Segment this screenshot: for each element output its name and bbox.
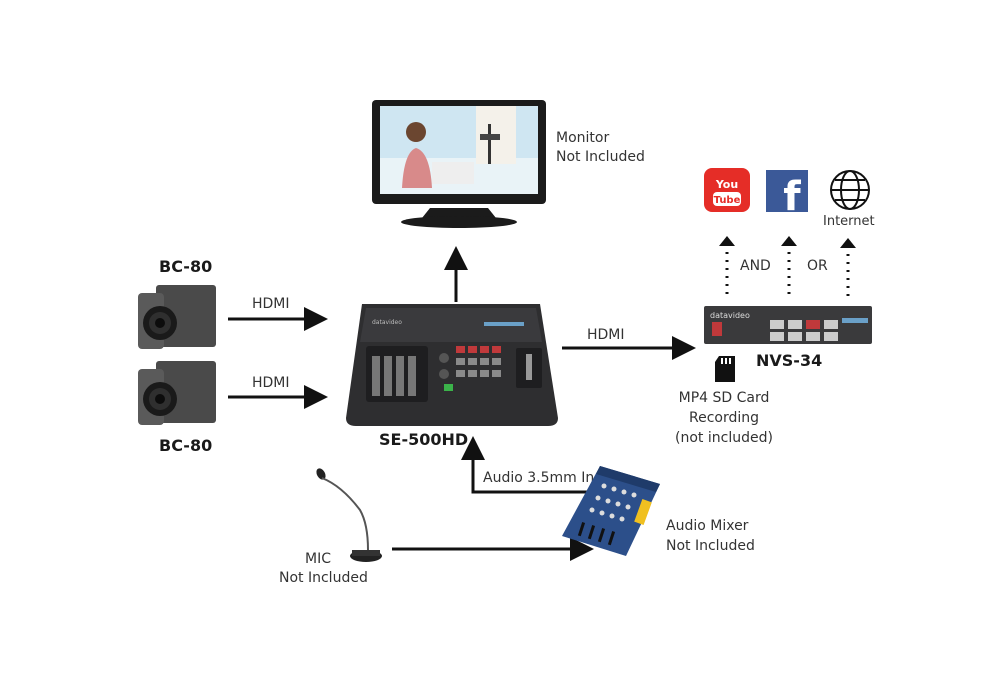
facebook-letter: f [783,174,801,214]
facebook-icon: f [766,170,808,214]
camera-bottom-image [138,361,216,425]
mixer-label-line2: Not Included [666,538,755,554]
microphone-image [316,468,382,562]
sd-card-label-line2: Recording [688,410,760,426]
streamer-brand-text: datavideo [710,311,750,320]
camera-bottom-label: BC-80 [159,436,213,455]
internet-globe-icon [830,170,870,210]
audio-in-label: Audio 3.5mm In [483,470,595,486]
hdmi-label-to-streamer: HDMI [587,327,625,343]
monitor-label-line1: Monitor [556,130,610,146]
and-label: AND [740,258,771,274]
switcher-label: SE-500HD [379,430,469,449]
sd-card-label-line3: (not included) [675,430,773,446]
monitor-label-line2: Not Included [556,149,645,165]
svg-text:Tube: Tube [714,195,741,206]
mixer-label-line1: Audio Mixer [666,518,749,534]
mic-label-line1: MIC [305,551,331,567]
sd-card-label-line1: MP4 SD Card [678,390,770,406]
arrowhead-internet [840,238,856,248]
camera-top-image [138,285,216,349]
switcher-brand-text: datavideo [372,319,402,326]
audio-mixer-image [562,466,660,556]
streamer-label: NVS-34 [756,351,823,370]
hdmi-label-cam-bottom: HDMI [252,375,290,391]
monitor-image [372,100,546,228]
streamer-image: datavideo [704,306,872,344]
hdmi-label-cam-top: HDMI [252,296,290,312]
arrow-mixer-to-switcher [461,436,600,494]
youtube-icon: You Tube [704,168,750,212]
camera-top-label: BC-80 [159,257,213,276]
arrowhead-facebook [781,236,797,246]
mic-label-line2: Not Included [279,570,368,586]
svg-text:You: You [715,178,738,191]
sd-card-icon [715,356,735,382]
switcher-image: datavideo [346,304,558,426]
internet-label: Internet [823,214,875,229]
or-label: OR [807,258,828,274]
arrowhead-youtube [719,236,735,246]
